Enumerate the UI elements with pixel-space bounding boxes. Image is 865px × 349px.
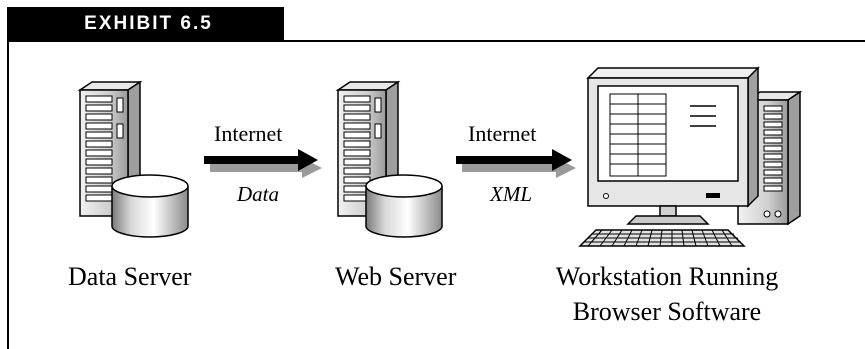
exhibit-top-rule	[7, 40, 865, 42]
connection-2-medium: Internet	[468, 121, 537, 146]
data-server-caption: Data Server	[68, 262, 192, 291]
arrow-web-server-to-workstation	[456, 149, 576, 178]
connection-2-payload: XML	[490, 182, 532, 206]
workstation-caption-line-2: Browser Software	[572, 297, 762, 326]
exhibit-label: EXHIBIT 6.5	[7, 7, 284, 41]
connection-1-medium: Internet	[214, 121, 283, 146]
data-server-icon	[77, 80, 189, 238]
exhibit-left-rule	[7, 40, 9, 349]
connection-1-payload: Data	[237, 182, 279, 206]
web-server-icon	[335, 80, 443, 238]
workstation-caption-line-1: Workstation Running	[555, 262, 779, 291]
arrow-data-server-to-web-server	[204, 149, 322, 178]
workstation-icon	[578, 66, 803, 247]
web-server-caption: Web Server	[335, 262, 457, 291]
